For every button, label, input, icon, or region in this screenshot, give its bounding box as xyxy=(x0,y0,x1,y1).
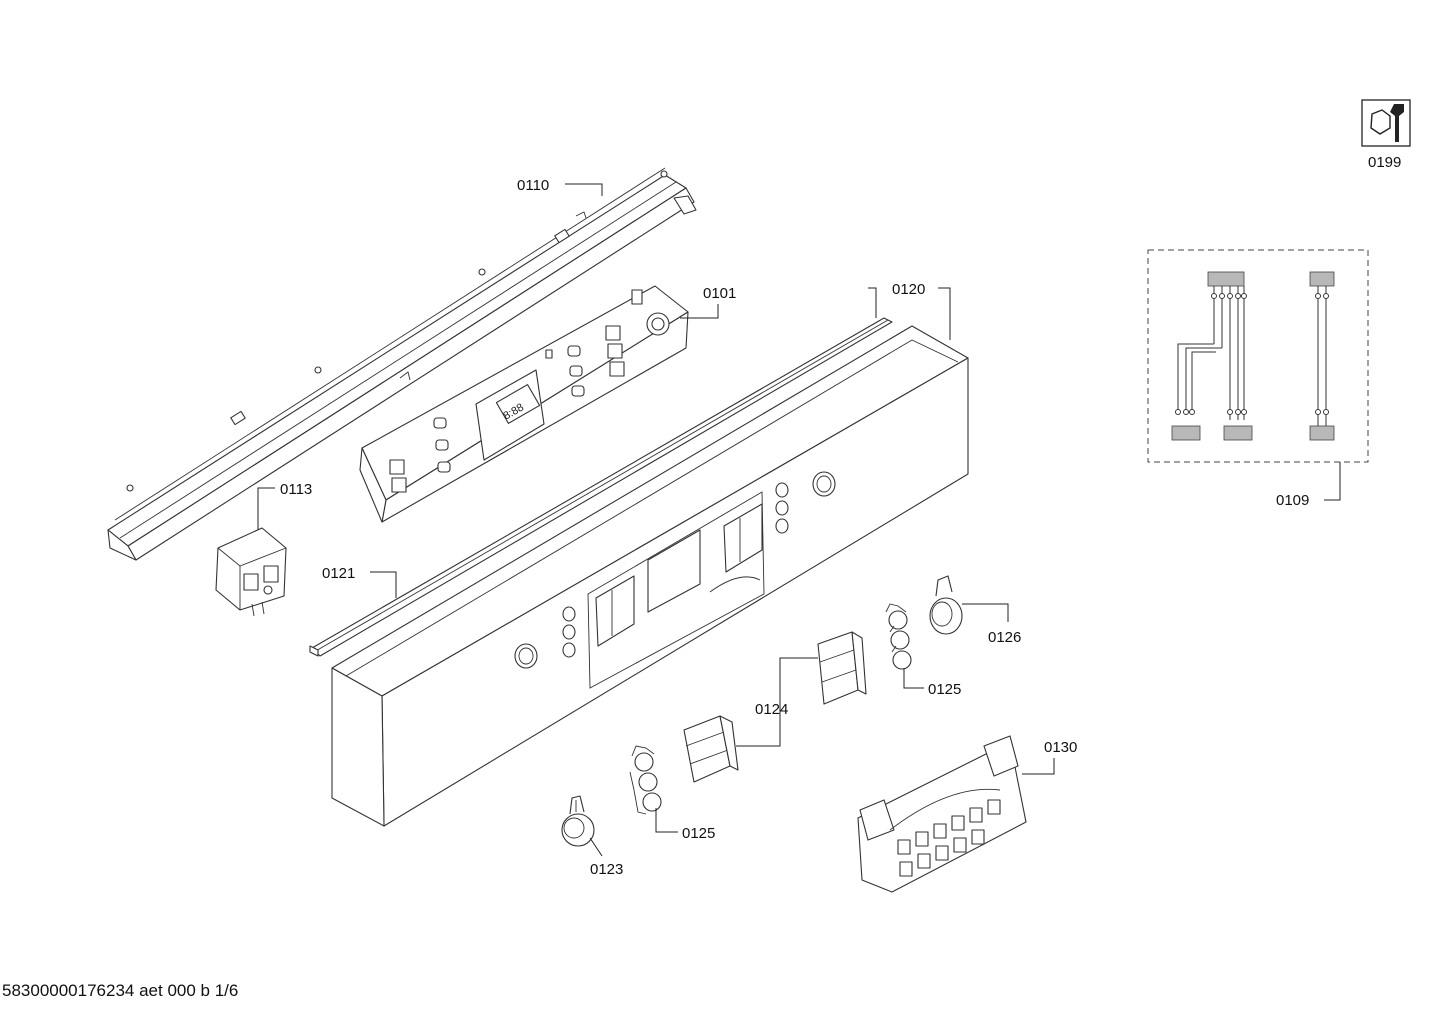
leader-0126 xyxy=(962,603,1009,622)
part-0101-control-module: 8:88 xyxy=(359,285,689,523)
part-0124-switches-left xyxy=(683,715,739,783)
service-tool-icon xyxy=(1361,99,1411,147)
part-0121-seal-strip xyxy=(309,317,893,657)
label-0109: 0109 xyxy=(1276,492,1309,509)
leader-0125-lower xyxy=(655,808,678,833)
part-0113-bracket xyxy=(215,527,287,617)
leader-0130 xyxy=(1022,758,1055,775)
part-0109-wiring-harness xyxy=(1147,249,1369,463)
label-0123: 0123 xyxy=(590,861,623,878)
part-0130-connector-block xyxy=(857,735,1027,893)
document-footer: 58300000176234 aet 000 b 1/6 xyxy=(2,981,239,1000)
label-0121: 0121 xyxy=(322,565,355,582)
leader-0101 xyxy=(680,304,719,319)
part-0110-rail xyxy=(107,167,697,561)
leader-0120 xyxy=(868,287,877,318)
part-0126-knob xyxy=(929,575,963,635)
leader-0124 xyxy=(736,657,818,747)
label-0126: 0126 xyxy=(988,629,1021,646)
part-0124-switches-right xyxy=(817,631,867,705)
leader-0125-upper xyxy=(903,668,924,689)
leader-0120-right xyxy=(938,287,951,340)
leader-0123 xyxy=(589,837,603,857)
part-0123-knob xyxy=(561,795,595,847)
part-0125-buttons-upper xyxy=(885,603,912,670)
part-0120-front-panel xyxy=(331,325,969,827)
label-0199: 0199 xyxy=(1368,154,1401,171)
leader-0110 xyxy=(565,183,603,196)
leader-0121 xyxy=(370,571,397,598)
label-0125-lower: 0125 xyxy=(682,825,715,842)
label-0113: 0113 xyxy=(280,481,312,498)
leader-0109 xyxy=(1324,462,1341,501)
label-0120: 0120 xyxy=(892,281,925,298)
leader-0113 xyxy=(257,487,275,530)
label-0110: 0110 xyxy=(517,177,549,194)
part-0125-buttons-lower xyxy=(629,745,662,815)
label-0101: 0101 xyxy=(703,285,736,302)
label-0124: 0124 xyxy=(755,701,788,718)
label-0130: 0130 xyxy=(1044,739,1077,756)
label-0125-upper: 0125 xyxy=(928,681,961,698)
